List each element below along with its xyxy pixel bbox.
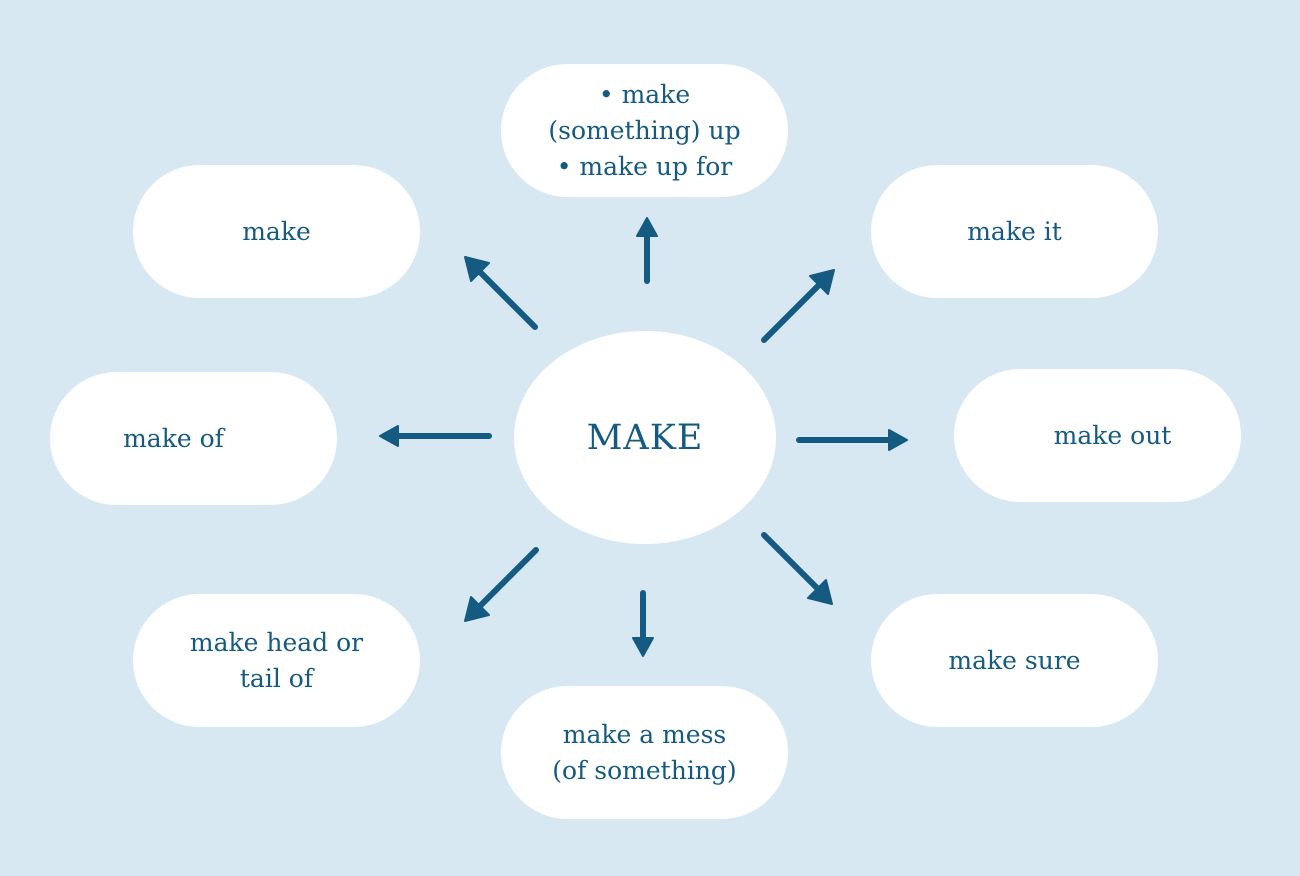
arrow-up-left [464,256,538,330]
arrow-right [796,429,908,451]
node-make-up: • make (something) up • make up for [501,64,788,197]
arrow-down-right [761,532,833,605]
center-label: MAKE [586,417,704,458]
node-make-a-mess: make a mess (of something) [501,686,788,819]
node-label: make it [967,216,1062,246]
arrow-up-right [761,269,835,343]
node-label: make sure [948,645,1081,675]
node-make-sure: make sure [871,594,1158,727]
node-label: make head or tail of [189,627,364,693]
node-make-out: make out [954,369,1241,502]
node-make-it: make it [871,165,1158,298]
arrow-down-left [464,547,539,622]
arrow-left [379,425,492,447]
node-label: make of [123,423,224,453]
node-label: make a mess (of something) [552,719,737,785]
node-make-head-or-tail-of: make head or tail of [133,594,420,727]
arrow-up [636,217,658,284]
arrow-down [632,590,654,657]
node-make-of: make of [50,372,337,505]
center-node: MAKE [514,331,776,544]
node-label: make [242,216,311,246]
node-make: make [133,165,420,298]
node-label: • make (something) up • make up for [548,79,741,181]
node-label: make out [1053,420,1172,450]
